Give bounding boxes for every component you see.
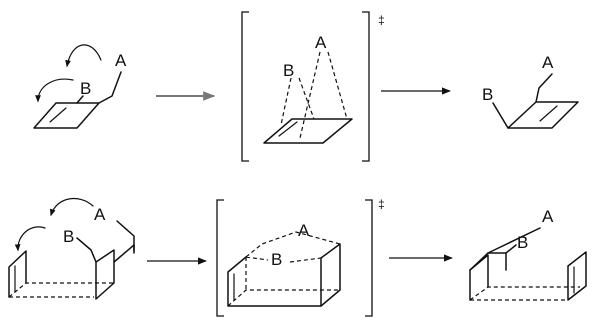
row2-ts-right-bracket xyxy=(365,199,373,317)
row2-product-bond-a xyxy=(487,227,541,271)
row1-product-atom-b: B xyxy=(482,85,493,104)
row1-ts-left-bracket xyxy=(241,11,249,162)
row1-transition-state: ‡ B A xyxy=(241,11,385,162)
row-2: B A ‡ B A xyxy=(8,197,587,317)
row2-product: B A xyxy=(469,207,587,301)
row1-ts-dash-a1 xyxy=(299,51,321,139)
row1-reactant-curly-arrow-top xyxy=(65,44,102,68)
row1-ts-dagger: ‡ xyxy=(378,13,385,27)
row2-ts-right-face xyxy=(320,243,341,307)
row2-reactant-atom-b: B xyxy=(63,227,74,246)
row2-reactant-left-alkene xyxy=(8,250,27,298)
row1-reactant-atom-a: A xyxy=(115,51,127,70)
row1-reactant-ring xyxy=(33,102,100,129)
row1-reactant-bond-b xyxy=(76,95,84,104)
row2-ts-atom-a: A xyxy=(298,221,310,240)
row2-ts-left-bracket xyxy=(216,199,224,317)
row2-transition-state: ‡ B A xyxy=(216,197,385,317)
row1-ts-dash-b2 xyxy=(298,77,315,120)
row1-product-bond-a xyxy=(535,73,553,103)
row2-reactant-atom-a: A xyxy=(94,205,106,224)
row1-ts-dash-a2 xyxy=(327,51,348,120)
row1-ts-right-bracket xyxy=(362,11,370,162)
row2-product-dashed-base xyxy=(469,286,580,301)
row2-ts-atom-b: B xyxy=(271,250,282,269)
row-1: B A ‡ B A B xyxy=(33,11,579,162)
row2-product-atom-a: A xyxy=(542,207,554,226)
row2-reactant-bond-b xyxy=(76,237,115,263)
row2-reactant-curly-arrow-left xyxy=(14,226,46,252)
row2-product-atom-b: B xyxy=(517,233,528,252)
row2-reactant-right-face xyxy=(95,244,135,300)
row2-reactant: B A xyxy=(8,197,135,300)
row2-ts-dagger: ‡ xyxy=(378,197,385,211)
row1-reactant-bond-a xyxy=(98,71,122,104)
row1-product-atom-a: A xyxy=(542,53,554,72)
row1-ts-double-bond xyxy=(278,121,298,137)
row1-reactant-curly-arrow-left xyxy=(35,78,74,103)
row1-ts-ring xyxy=(263,118,353,144)
row2-reactant-dashed-base xyxy=(8,282,114,298)
row2-ts-dashed-base xyxy=(227,257,340,307)
row1-ts-atom-b: B xyxy=(283,61,294,80)
row2-product-bond-b xyxy=(469,244,517,271)
row1-reactant-atom-b: B xyxy=(80,79,91,98)
row2-reactant-bond-a xyxy=(116,220,135,252)
row1-reactant: B A xyxy=(33,44,127,129)
row1-product-ring xyxy=(507,101,579,129)
row1-ts-dash-b1 xyxy=(280,77,292,126)
row1-reactant-double-bond xyxy=(49,107,67,123)
row2-reactant-curly-arrow-top xyxy=(49,197,94,217)
row1-ts-atom-a: A xyxy=(315,33,327,52)
row1-product: B A xyxy=(482,53,579,129)
row2-product-right-alkene xyxy=(567,251,587,301)
row1-product-bond-b xyxy=(492,102,509,129)
row1-product-double-bond xyxy=(539,105,558,122)
row2-ts-dashed-top xyxy=(245,231,341,263)
